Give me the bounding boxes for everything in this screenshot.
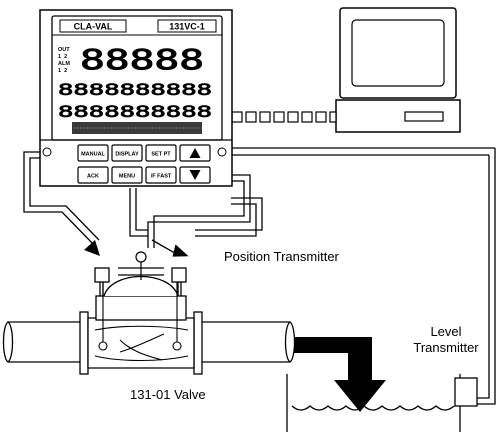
svg-text:ACK: ACK: [87, 174, 99, 180]
fast-button[interactable]: /F FAST: [145, 166, 177, 184]
brand-label: CLA-VAL: [74, 22, 113, 32]
pilot-right: [171, 267, 187, 283]
svg-text:/F FAST: /F FAST: [151, 174, 172, 180]
ack-button[interactable]: ACK: [77, 166, 109, 184]
svg-text:MENU: MENU: [119, 174, 135, 180]
display-button[interactable]: DISPLAY: [111, 144, 143, 162]
main-readout: 88888: [80, 43, 204, 76]
arrow-up-icon: [189, 148, 201, 158]
level-label: Level: [430, 324, 461, 339]
position-transmitter-label: Position Transmitter: [224, 249, 340, 264]
svg-text:DISPLAY: DISPLAY: [115, 152, 139, 158]
monitor-screen: [351, 19, 445, 87]
valve-131-01: [87, 251, 195, 369]
valve-label: 131-01 Valve: [130, 387, 206, 402]
pipe-right: [199, 321, 296, 363]
manual-button[interactable]: MANUAL: [77, 144, 109, 162]
transmitter-label: Transmitter: [413, 340, 479, 355]
svg-text:MANUAL: MANUAL: [81, 152, 105, 158]
up-arrow-button[interactable]: [179, 144, 211, 162]
pilot-left: [94, 267, 110, 283]
indicator-out: OUT: [58, 47, 70, 53]
readout-row-2: 8888888888: [58, 102, 212, 121]
indicator-out-nums: 1 2: [58, 54, 67, 60]
water-surface: [291, 405, 455, 411]
computer: [335, 7, 461, 133]
level-transmitter: [454, 377, 478, 407]
mount-screw-right: [217, 147, 227, 157]
readout-row-1: 8888888888: [58, 80, 212, 99]
indicator-alm-nums: 1 2: [58, 68, 67, 74]
mount-screw-left: [42, 147, 52, 157]
svg-text:SET PT: SET PT: [151, 152, 171, 158]
menu-button[interactable]: MENU: [111, 166, 143, 184]
indicator-alm: ALM: [58, 61, 70, 67]
model-label: 131VC-1: [169, 22, 205, 32]
pipeline: [2, 311, 296, 375]
serial-cable: [231, 111, 337, 123]
set-point-button[interactable]: SET PT: [145, 144, 177, 162]
controller: CLA-VAL 131VC-1 OUT 1 2 ALM 1 2 88888 88…: [39, 9, 233, 187]
position-transmitter-sensor: [135, 251, 147, 263]
down-arrow-button[interactable]: [179, 166, 211, 184]
flow-arrow: [294, 337, 386, 412]
arrow-down-icon: [189, 170, 201, 180]
valve-bonnet: [95, 295, 187, 321]
disk-drive-slot: [404, 111, 444, 122]
pipe-left: [2, 321, 83, 363]
